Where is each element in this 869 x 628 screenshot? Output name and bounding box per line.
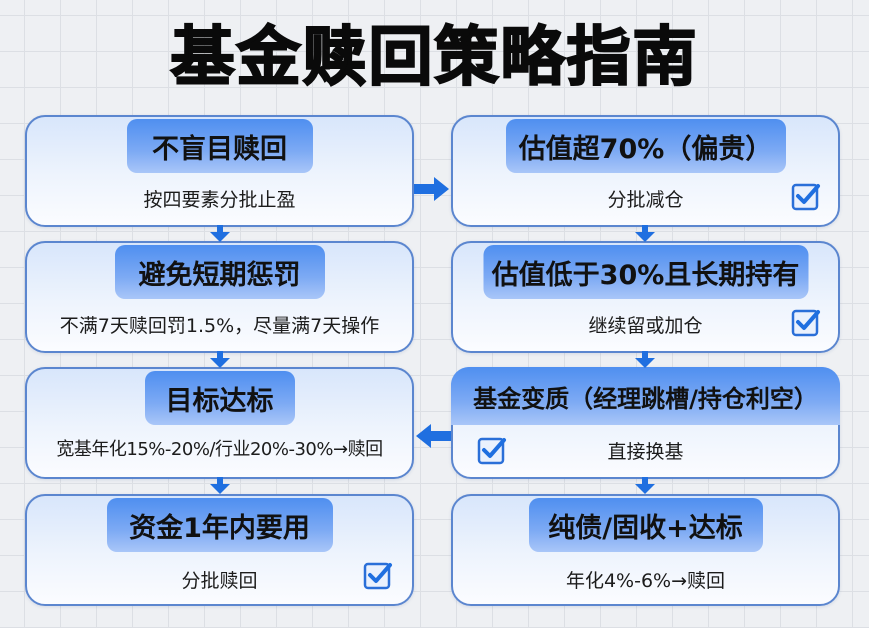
card-valuation-above-70: 估值超70%（偏贵） 分批减仓	[451, 115, 840, 227]
card-heading: 基金变质（经理跳槽/持仓利空）	[451, 367, 840, 425]
card-heading: 不盲目赎回	[126, 119, 313, 173]
card-heading: 估值超70%（偏贵）	[505, 119, 786, 173]
card-description: 继续留或加仓	[588, 315, 703, 337]
card-description: 按四要素分批止盈	[143, 189, 296, 211]
card-heading: 资金1年内要用	[106, 498, 333, 552]
card-heading: 目标达标	[144, 371, 295, 425]
card-description: 分批减仓	[607, 189, 684, 211]
arrow-left-icon	[416, 424, 451, 448]
card-description: 分批赎回	[181, 570, 258, 592]
card-no-blind-redeem: 不盲目赎回 按四要素分批止盈	[25, 115, 414, 227]
arrow-down-icon	[210, 351, 230, 368]
page-title: 基金赎回策略指南	[170, 20, 699, 96]
arrow-down-icon	[210, 225, 230, 242]
card-description: 直接换基	[607, 441, 684, 463]
arrow-down-icon	[635, 351, 655, 368]
card-bond-target-reached: 纯债/固收+达标 年化4%-6%→赎回	[451, 494, 840, 606]
checkbox-checked-icon[interactable]	[363, 560, 393, 590]
card-funds-needed-within-year: 资金1年内要用 分批赎回	[25, 494, 414, 606]
card-fund-deterioration: 基金变质（经理跳槽/持仓利空） 直接换基	[451, 367, 840, 479]
card-avoid-short-penalty: 避免短期惩罚 不满7天赎回罚1.5%，尽量满7天操作	[25, 241, 414, 353]
card-description: 年化4%-6%→赎回	[565, 570, 726, 592]
card-target-reached: 目标达标 宽基年化15%-20%/行业20%-30%→赎回	[25, 367, 414, 479]
arrow-down-icon	[635, 225, 655, 242]
card-valuation-below-30: 估值低于30%且长期持有 继续留或加仓	[451, 241, 840, 353]
card-heading: 纯债/固收+达标	[528, 498, 763, 552]
arrow-right-icon	[414, 177, 449, 201]
arrow-down-icon	[635, 477, 655, 494]
checkbox-checked-icon[interactable]	[791, 307, 821, 337]
card-description: 不满7天赎回罚1.5%，尽量满7天操作	[59, 315, 380, 337]
arrow-down-icon	[210, 477, 230, 494]
card-heading: 估值低于30%且长期持有	[483, 245, 808, 299]
checkbox-checked-icon[interactable]	[477, 435, 507, 465]
card-description: 宽基年化15%-20%/行业20%-30%→赎回	[56, 439, 383, 460]
card-heading: 避免短期惩罚	[114, 245, 325, 299]
checkbox-checked-icon[interactable]	[791, 181, 821, 211]
